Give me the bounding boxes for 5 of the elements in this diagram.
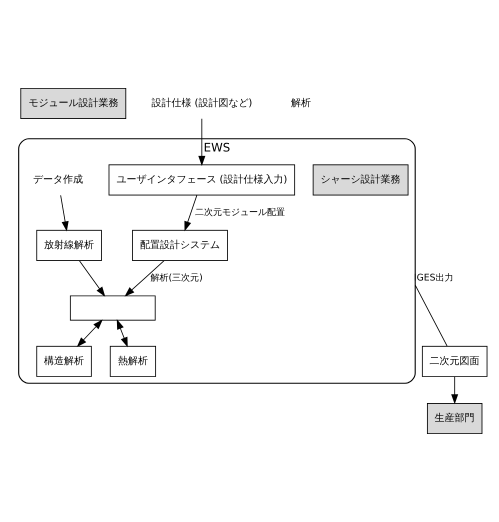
node-text: 設計仕様 (設計図など): [151, 98, 252, 110]
node-text: データ作成: [33, 174, 84, 186]
label: 解析: [290, 98, 311, 110]
edge-label: 二次元モジュール配置: [195, 207, 286, 218]
edge-label: 解析(三次元): [150, 272, 203, 284]
